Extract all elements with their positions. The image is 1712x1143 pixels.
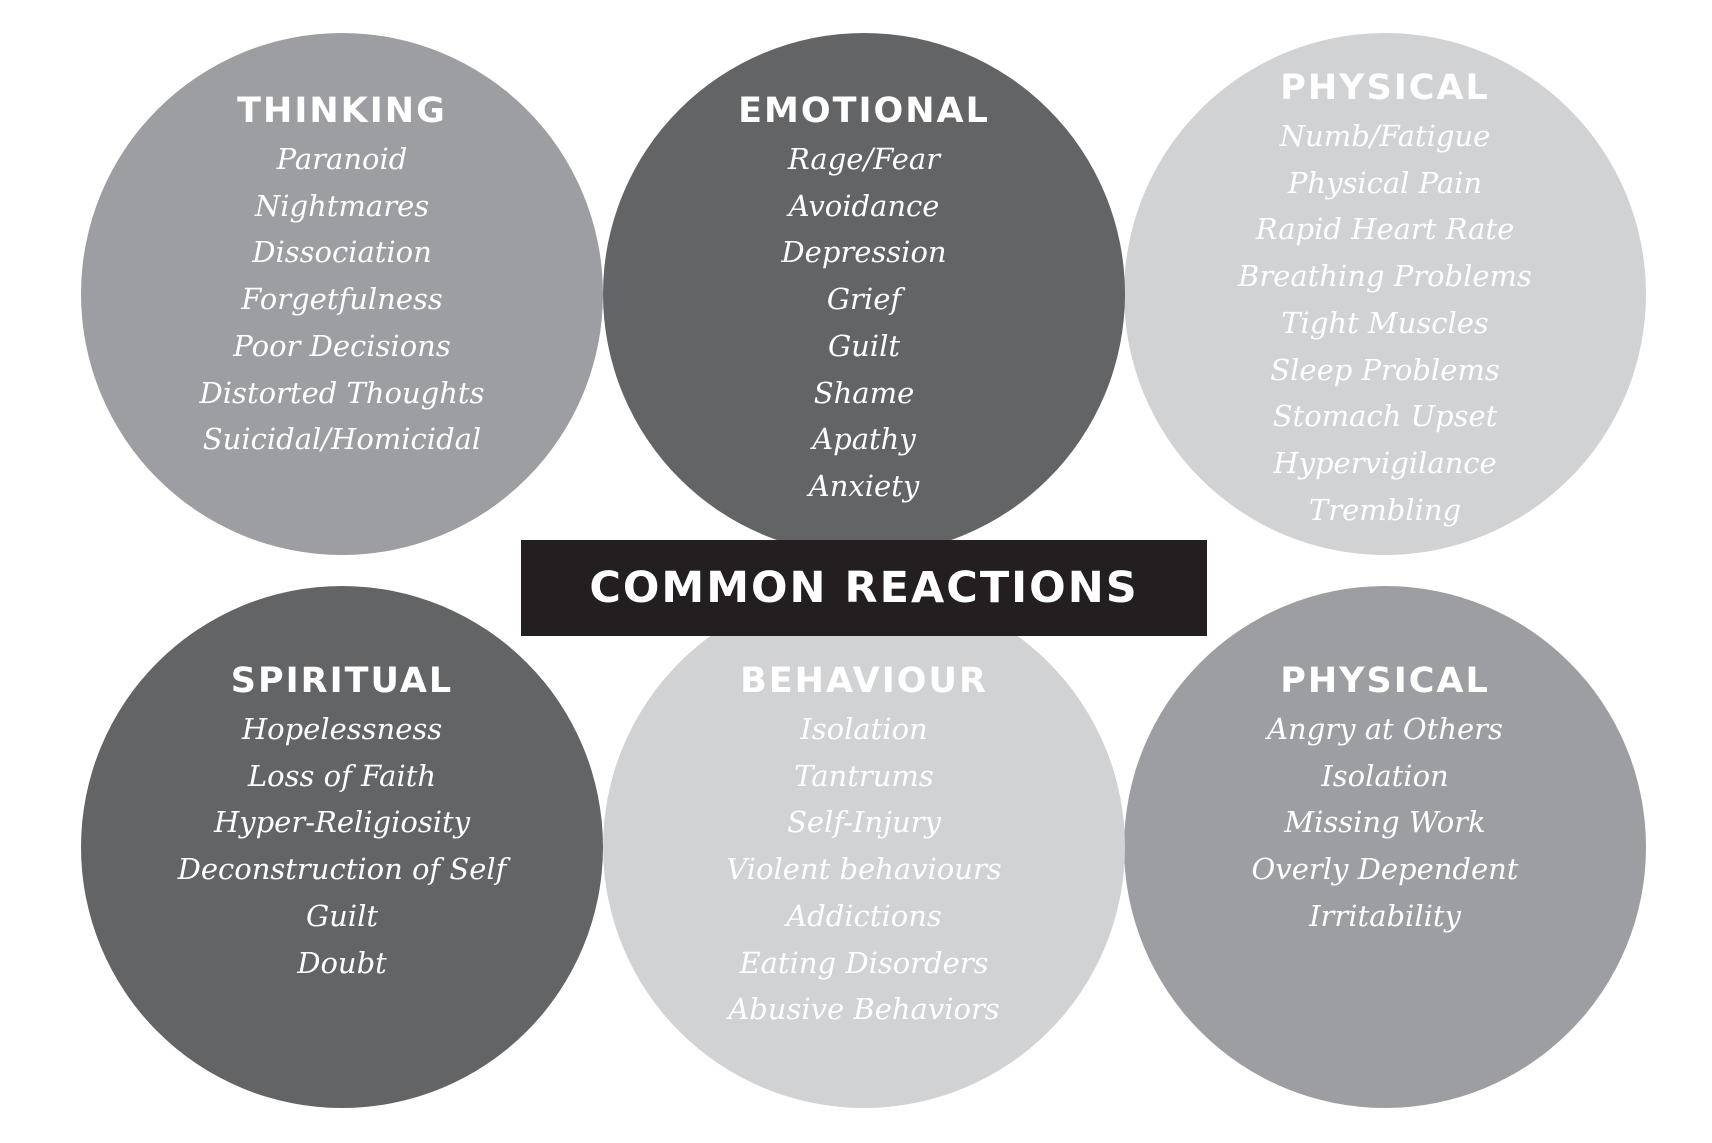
category-title: EMOTIONAL <box>738 91 990 131</box>
circle-physical-top <box>1124 33 1646 555</box>
reaction-item: Grief <box>826 282 902 317</box>
reaction-item: Suicidal/Homicidal <box>202 422 482 457</box>
reaction-item: Irritability <box>1309 898 1461 933</box>
reaction-item: Hypervigilance <box>1273 445 1497 480</box>
reaction-item: Tight Muscles <box>1281 305 1489 340</box>
reaction-item: Self-Injury <box>787 805 941 840</box>
reaction-item: Abusive Behaviors <box>728 992 1000 1027</box>
circle-thinking <box>81 33 603 555</box>
reaction-item: Guilt <box>827 328 901 363</box>
reaction-item: Poor Decisions <box>233 328 451 363</box>
category-title: THINKING <box>237 91 447 131</box>
reaction-item: Paranoid <box>276 142 408 176</box>
reaction-item: Hyper-Religiosity <box>213 805 471 840</box>
reaction-item: Dissociation <box>252 235 432 270</box>
reaction-item: Overly Dependent <box>1251 852 1519 887</box>
circle-spiritual <box>81 586 603 1108</box>
reaction-item: Shame <box>813 375 915 410</box>
reaction-item: Physical Pain <box>1287 165 1483 200</box>
circle-behaviour <box>603 586 1125 1108</box>
reaction-item: Tantrums <box>794 758 934 793</box>
reaction-item: Anxiety <box>808 468 920 503</box>
circle-physical-bottom <box>1124 586 1646 1108</box>
reaction-item: Missing Work <box>1284 805 1486 840</box>
reaction-item: Distorted Thoughts <box>199 375 485 410</box>
common-reactions-banner: COMMON REACTIONS <box>521 540 1207 636</box>
reaction-item: Doubt <box>297 945 387 980</box>
reaction-item: Forgetfulness <box>241 282 443 317</box>
reaction-item: Guilt <box>305 898 379 933</box>
reaction-item: Nightmares <box>254 188 430 223</box>
reaction-item: Addictions <box>786 898 942 933</box>
reaction-item: Isolation <box>800 712 928 746</box>
reaction-item: Rapid Heart Rate <box>1255 212 1515 247</box>
reaction-item: Rage/Fear <box>787 142 941 176</box>
category-title: PHYSICAL <box>1280 68 1490 108</box>
reaction-item: Eating Disorders <box>739 945 989 980</box>
reaction-item: Breathing Problems <box>1238 259 1532 294</box>
reaction-item: Violent behaviours <box>726 852 1002 887</box>
reaction-item: Angry at Others <box>1267 712 1503 746</box>
reaction-item: Stomach Upset <box>1272 399 1498 434</box>
circle-emotional <box>603 33 1125 555</box>
reaction-item: Trembling <box>1308 492 1462 527</box>
category-title: PHYSICAL <box>1280 661 1490 701</box>
reaction-item: Deconstruction of Self <box>177 852 507 887</box>
reaction-item: Loss of Faith <box>247 758 437 793</box>
reaction-item: Numb/Fatigue <box>1279 119 1491 153</box>
category-title: SPIRITUAL <box>230 661 454 701</box>
reaction-item: Sleep Problems <box>1270 352 1500 387</box>
reaction-item: Avoidance <box>788 188 940 223</box>
reaction-item: Isolation <box>1321 758 1449 793</box>
reaction-item: Apathy <box>812 422 916 457</box>
category-title: BEHAVIOUR <box>740 661 988 701</box>
reaction-item: Depression <box>781 235 947 270</box>
reaction-item: Hopelessness <box>241 712 443 746</box>
